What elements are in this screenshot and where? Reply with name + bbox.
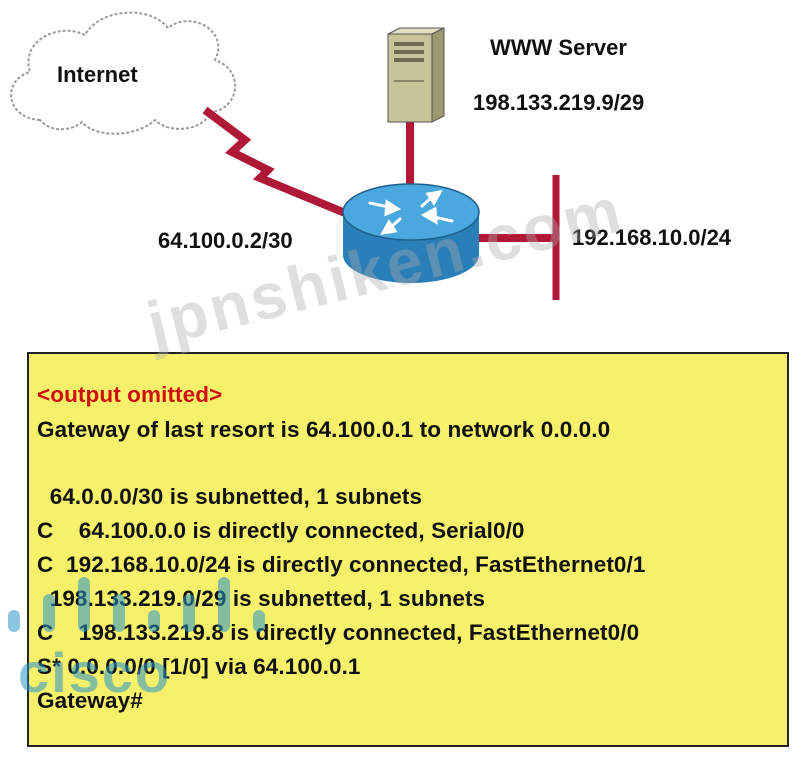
server-name-label: WWW Server [490,35,627,60]
serial-ip-label: 64.100.0.2/30 [158,228,293,253]
subnetted-line-64: 64.0.0.0/30 is subnetted, 1 subnets [37,484,423,509]
gateway-of-last-resort-line: Gateway of last resort is 64.100.0.1 to … [37,417,611,442]
cli-prompt: Gateway# [37,688,143,713]
lan-network-label: 192.168.10.0/24 [572,225,732,250]
internet-label: Internet [57,62,138,87]
cisco-logo-bars-icon [8,572,268,632]
internet-cloud-icon [10,11,237,135]
routing-table-output: <output omitted> Gateway of last resort … [27,352,789,747]
output-omitted-line: <output omitted> [37,382,223,407]
route-serial-line: C 64.100.0.0 is directly connected, Seri… [37,518,525,543]
network-diagram [10,11,560,300]
server-icon [387,27,445,123]
route-fastethernet01-line: C 192.168.10.0/24 is directly connected,… [37,552,646,577]
serial-link [202,106,352,219]
default-route-line: S* 0.0.0.0/0 [1/0] via 64.100.0.1 [37,654,361,679]
server-ip-label: 198.133.219.9/29 [473,90,645,115]
router-icon [342,183,480,283]
subnetted-line-198: 198.133.219.0/29 is subnetted, 1 subnets [37,586,486,611]
